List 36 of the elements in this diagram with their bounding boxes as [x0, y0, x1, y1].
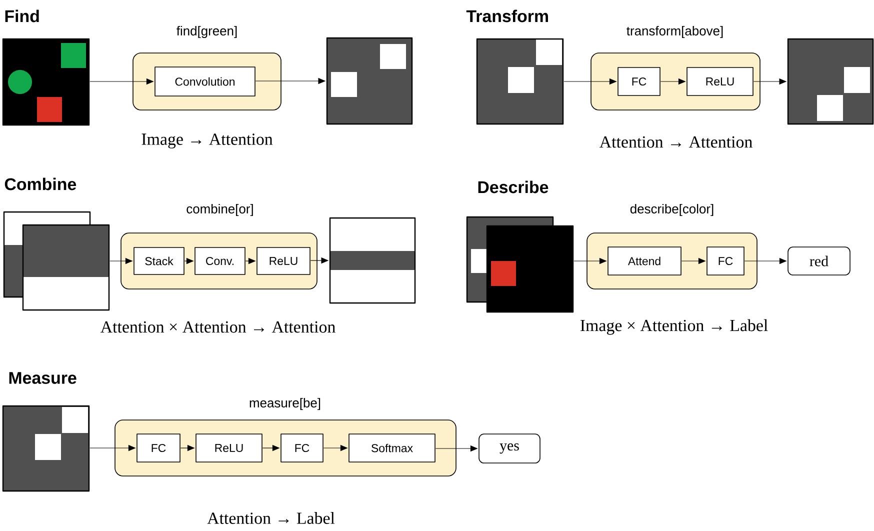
module-name: describe[color]: [630, 204, 714, 216]
section-title: Measure: [9, 372, 76, 384]
type-signature: Image × Attention → Label: [580, 319, 768, 335]
section-title: Combine: [4, 178, 76, 190]
section-title: Describe: [478, 180, 548, 194]
layer-box: ReLU: [686, 67, 754, 96]
section-title: Find: [5, 10, 39, 22]
type-signature: Attention → Attention: [600, 136, 752, 148]
attention-map-drawing: [326, 37, 413, 125]
attention-map-drawing: [329, 217, 416, 304]
attention-map-drawing: [476, 38, 564, 125]
layer-box: FC: [618, 67, 660, 96]
layer-box: Attend: [608, 246, 682, 276]
layer-box: FC: [280, 434, 324, 462]
output-box: yes: [478, 434, 540, 464]
attention-map-drawing: [486, 225, 574, 313]
module-name: combine[or]: [186, 204, 253, 216]
layer-box: Conv.: [194, 247, 246, 275]
layer-box: FC: [136, 434, 180, 462]
output-box: red: [788, 246, 850, 276]
type-signature: Attention × Attention → Attention: [100, 321, 336, 333]
module-name: measure[be]: [250, 398, 320, 410]
layer-box: ReLU: [196, 434, 262, 462]
module-name: find[green]: [176, 26, 237, 38]
layer-box: Softmax: [348, 434, 436, 462]
type-signature: Attention → Label: [207, 512, 335, 524]
layer-box: ReLU: [256, 247, 310, 275]
type-signature: Image → Attention: [142, 134, 273, 148]
layer-box: Convolution: [154, 66, 256, 96]
layer-box: Stack: [134, 247, 184, 275]
attention-map-drawing: [787, 38, 874, 125]
attention-map-drawing: [2, 38, 90, 126]
layer-box: FC: [706, 246, 744, 276]
section-title: Transform: [466, 10, 548, 22]
attention-map-drawing: [2, 405, 90, 492]
module-name: transform[above]: [626, 26, 723, 38]
